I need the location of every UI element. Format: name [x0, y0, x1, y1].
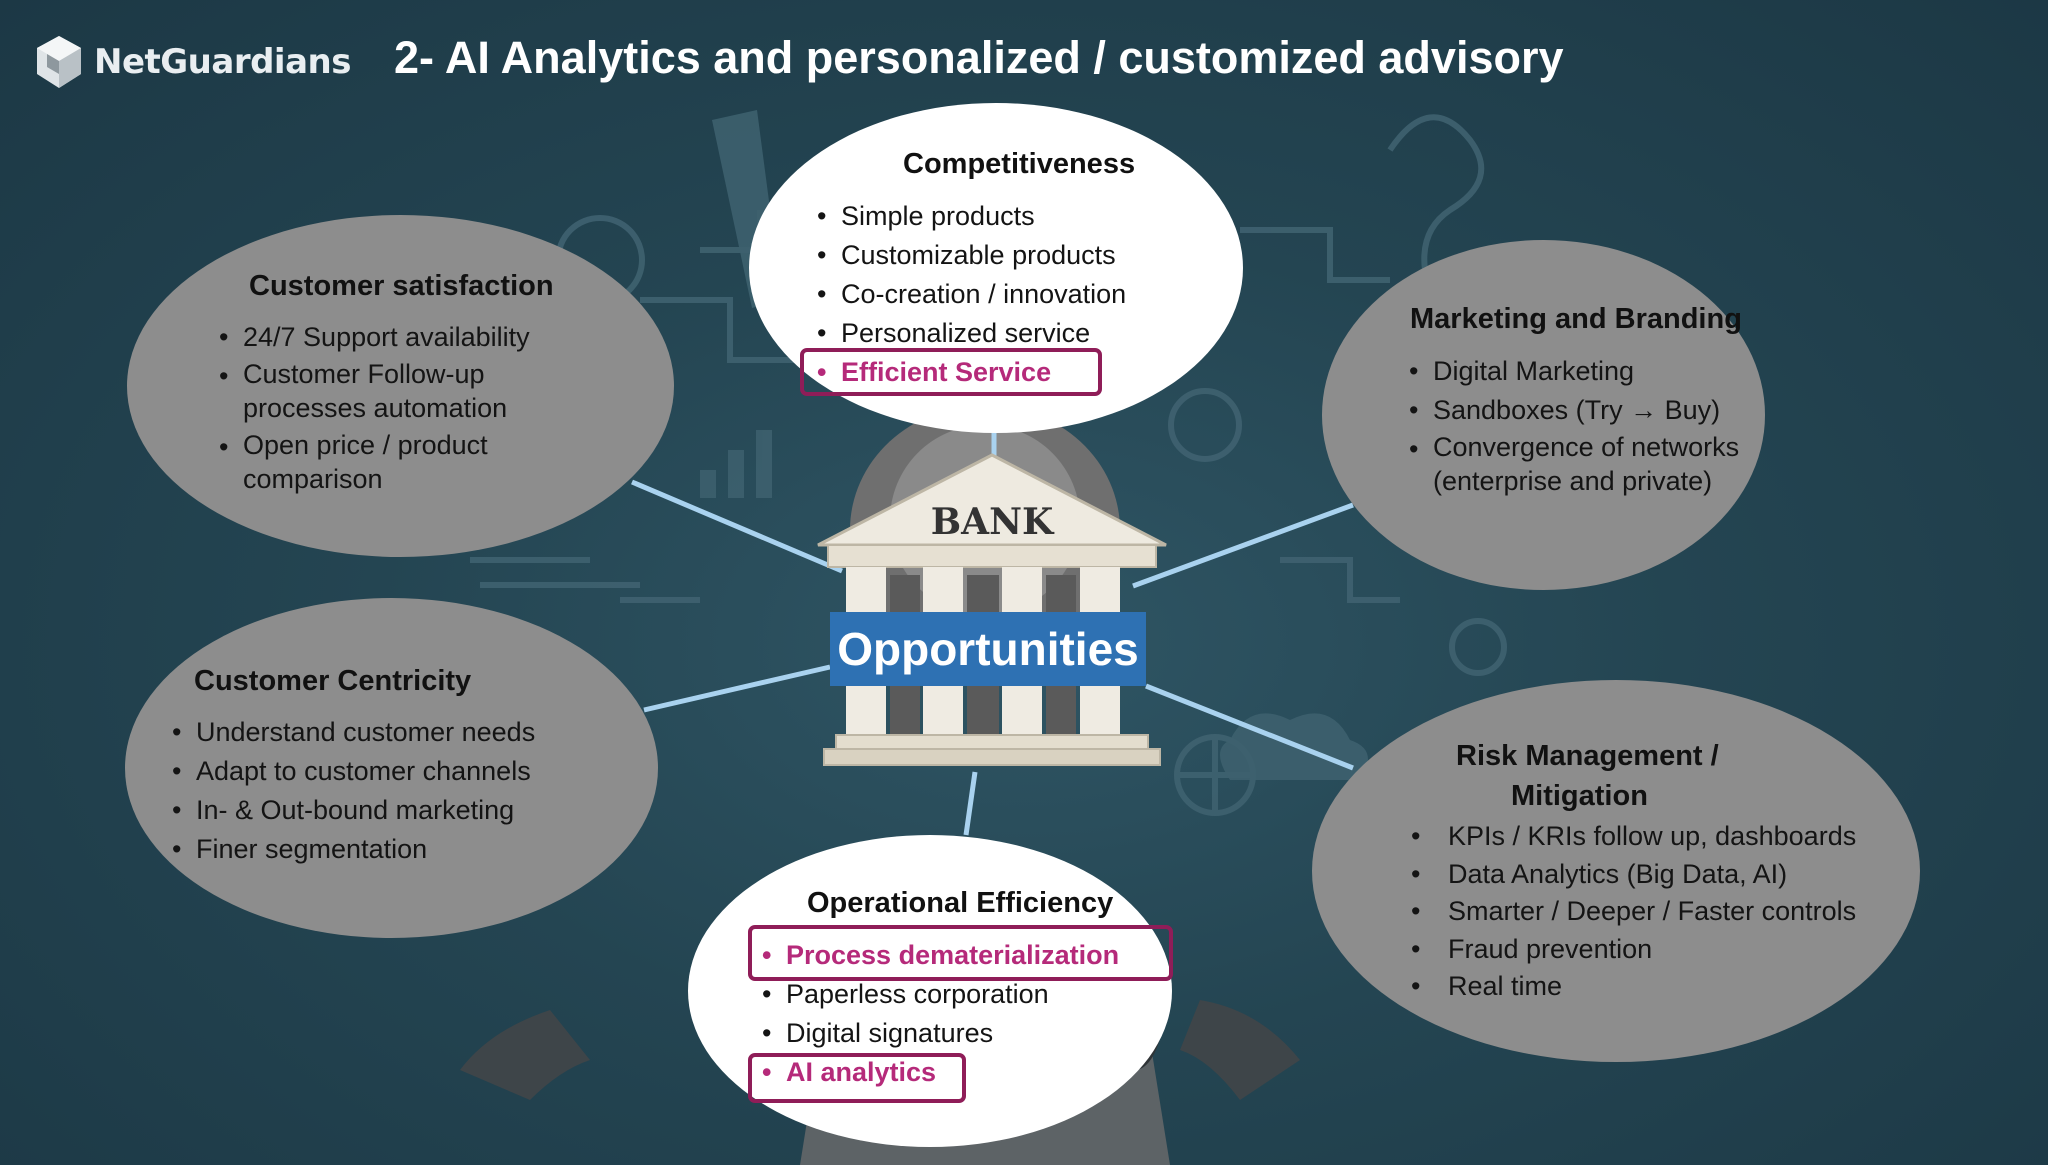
highlight-box-efficient-service [800, 348, 1102, 396]
gear-shape [1168, 388, 1242, 462]
question-mark-shape [1387, 114, 1485, 271]
customer-centricity-list: Understand customer needs Adapt to custo… [172, 713, 535, 869]
highlight-box-process-dematerialization [748, 925, 1173, 981]
connector-lines [631, 432, 1354, 836]
operational-title: Operational Efficiency [807, 887, 1114, 919]
marketing-list: Digital Marketing Sandboxes (Try → Buy) … [1409, 352, 1773, 501]
list-item: 24/7 Support availability [219, 318, 543, 357]
bank-label: BANK [931, 501, 1055, 543]
list-item-highlighted: AI analytics [762, 1053, 1119, 1092]
list-item: Finer segmentation [172, 830, 535, 869]
list-item: Customer Follow-up processes automation [219, 357, 543, 428]
list-item: Co-creation / innovation [817, 275, 1126, 314]
list-item: Convergence of networks (enterprise and … [1409, 430, 1773, 501]
opportunities-label: Opportunities [830, 612, 1146, 686]
list-item: Digital Marketing [1409, 352, 1773, 391]
list-item: Understand customer needs [172, 713, 535, 752]
list-item: Simple products [817, 197, 1126, 236]
list-item: Open price / product comparison [219, 428, 543, 499]
page-title: 2- AI Analytics and personalized / custo… [394, 32, 1564, 83]
list-item: Personalized service [817, 314, 1126, 353]
customer-satisfaction-list: 24/7 Support availability Customer Follo… [219, 318, 543, 499]
list-item: Customizable products [817, 236, 1126, 275]
list-item-text: Customer Follow-up processes automation [243, 359, 508, 423]
risk-list: KPIs / KRIs follow up, dashboards Data A… [1411, 818, 1856, 1006]
list-item: Real time [1411, 968, 1856, 1006]
highlight-box-ai-analytics [748, 1053, 966, 1103]
list-item-highlighted: Efficient Service [817, 353, 1126, 392]
competitiveness-list: Simple products Customizable products Co… [817, 197, 1126, 392]
list-item: Sandboxes (Try → Buy) [1409, 391, 1773, 430]
list-item: Data Analytics (Big Data, AI) [1411, 856, 1856, 894]
list-item: In- & Out-bound marketing [172, 791, 535, 830]
competitiveness-title: Competitiveness [903, 148, 1136, 180]
logo-cube-icon [37, 36, 81, 88]
operational-list: Process dematerialization Paperless corp… [762, 936, 1119, 1092]
list-item: Smarter / Deeper / Faster controls [1411, 893, 1856, 931]
risk-title-line1: Risk Management / [1456, 740, 1719, 772]
list-item-text: Open price / product comparison [243, 430, 488, 494]
risk-title-line2: Mitigation [1511, 780, 1648, 812]
logo-text: NetGuardians [94, 42, 351, 82]
customer-satisfaction-title: Customer satisfaction [249, 270, 554, 302]
list-item: Adapt to customer channels [172, 752, 535, 791]
list-item: Paperless corporation [762, 975, 1119, 1014]
netguardians-logo: NetGuardians [34, 34, 351, 90]
list-item-highlighted: Process dematerialization [762, 936, 1119, 975]
marketing-title: Marketing and Branding [1410, 303, 1742, 335]
list-item: KPIs / KRIs follow up, dashboards [1411, 818, 1856, 856]
list-item: Digital signatures [762, 1014, 1119, 1053]
gear-shape-small [1449, 618, 1507, 676]
list-item-text: Convergence of networks (enterprise and … [1433, 432, 1740, 496]
list-item: Fraud prevention [1411, 931, 1856, 969]
customer-centricity-title: Customer Centricity [194, 665, 472, 697]
